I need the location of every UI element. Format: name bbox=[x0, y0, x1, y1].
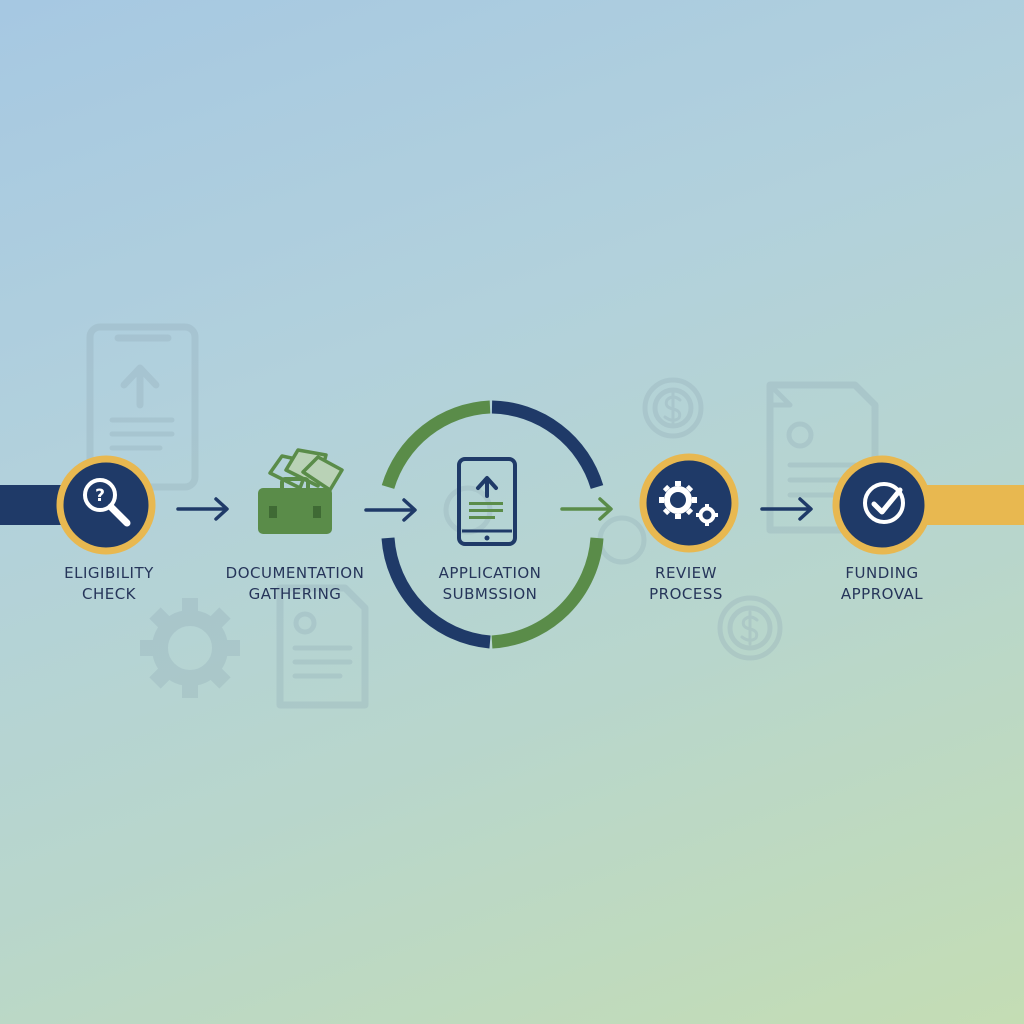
bg-gear-icon bbox=[140, 598, 240, 698]
start-bar bbox=[0, 485, 62, 525]
briefcase-documents-icon bbox=[258, 448, 344, 534]
step-label-line: CHECK bbox=[81, 585, 137, 603]
step-label-line: SUBMSSION bbox=[442, 585, 538, 603]
step-label-line: APPROVAL bbox=[840, 585, 924, 603]
step-label-line: APPLICATION bbox=[438, 564, 542, 582]
step-label-line: GATHERING bbox=[248, 585, 342, 603]
step-label-funding: FUNDING APPROVAL bbox=[787, 563, 977, 605]
magnifier-question-icon: ? bbox=[83, 478, 131, 527]
step-label-line: ELIGIBILITY bbox=[64, 564, 154, 582]
bg-coin-icon bbox=[717, 595, 783, 661]
step-label-line: FUNDING bbox=[845, 564, 919, 582]
step-label-application: APPLICATION SUBMSSION bbox=[395, 563, 585, 605]
bg-document-icon bbox=[276, 584, 369, 709]
svg-text:?: ? bbox=[95, 486, 105, 506]
end-bar bbox=[925, 485, 1024, 525]
step-review-node bbox=[639, 453, 739, 553]
gears-icon bbox=[659, 481, 718, 526]
step-eligibility-node: ? bbox=[56, 455, 156, 555]
arrow-icon bbox=[760, 497, 813, 521]
step-funding-node bbox=[832, 455, 932, 555]
checkmark-icon bbox=[863, 482, 905, 524]
arrow-icon bbox=[560, 497, 613, 521]
step-label-line: REVIEW bbox=[655, 564, 717, 582]
step-label-eligibility: ELIGIBILITY CHECK bbox=[14, 563, 204, 605]
step-application-ring bbox=[381, 400, 604, 649]
arrow-icon bbox=[176, 497, 229, 521]
arrow-icon bbox=[364, 498, 417, 522]
step-label-line: DOCUMENTATION bbox=[225, 564, 365, 582]
step-label-documentation: DOCUMENTATION GATHERING bbox=[200, 563, 390, 605]
bg-coin-icon bbox=[642, 377, 704, 439]
step-label-line: PROCESS bbox=[649, 585, 723, 603]
step-label-review: REVIEW PROCESS bbox=[591, 563, 781, 605]
tablet-upload-icon bbox=[457, 457, 517, 546]
